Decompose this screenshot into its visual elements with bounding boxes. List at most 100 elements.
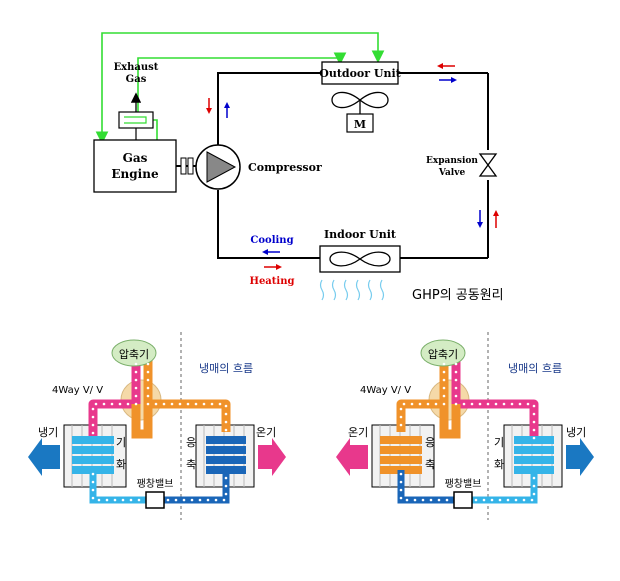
- refrigerant-bead: [399, 423, 403, 427]
- refrigerant-bead: [198, 498, 202, 502]
- ghp-schematic: Exhaust Gas Gas Engine Compressor Outdoo…: [93, 32, 504, 303]
- refrigerant-bead: [206, 498, 210, 502]
- refrigerant-bead: [532, 436, 536, 440]
- gas-engine-box: [93, 139, 177, 193]
- refrigerant-bead: [532, 412, 536, 416]
- refrigerant-bead: [399, 488, 403, 492]
- indoor-fan-icon: [329, 251, 391, 267]
- refrigerant-bead: [224, 484, 228, 488]
- flow-label: 냉매의 흐름: [199, 362, 253, 375]
- gas-engine-label-1: Gas: [123, 151, 148, 165]
- refrigerant-bead: [399, 407, 403, 411]
- cooling-mode-diagram: 압축기 냉매의 흐름 4Way V/ V 냉기 온기 기 화 응 축 팽창밸브: [28, 332, 286, 520]
- refrigerant-bead: [442, 402, 446, 406]
- refrigerant-bead: [91, 431, 95, 435]
- refrigerant-bead: [470, 402, 474, 406]
- fan-icon: [331, 91, 389, 114]
- refrigerant-bead: [486, 402, 490, 406]
- refrigerant-bead: [532, 420, 536, 424]
- refrigerant-bead: [445, 498, 449, 502]
- refrigerant-bead: [166, 498, 170, 502]
- refrigerant-bead: [214, 498, 218, 502]
- refrigerant-bead: [454, 370, 458, 374]
- refrigerant-bead: [146, 386, 150, 390]
- cold-air-arrow: [28, 438, 60, 476]
- compressor-label: Compressor: [248, 161, 322, 174]
- left-coil-char-1: 기: [116, 436, 126, 449]
- cold-pipe: [397, 470, 454, 504]
- valve-label: 팽창밸브: [137, 478, 174, 490]
- refrigerant-bead: [202, 402, 206, 406]
- fourway-label: 4Way V/ V: [360, 385, 411, 396]
- right-coil-char-1: 기: [494, 436, 504, 449]
- expansion-valve: [453, 491, 473, 509]
- refrigerant-bead: [94, 402, 98, 406]
- left-air-label: 냉기: [38, 426, 58, 439]
- refrigerant-bead: [454, 386, 458, 390]
- expansion-label-2: Valve: [438, 168, 466, 178]
- refrigerant-bead: [146, 370, 150, 374]
- heating-mode-diagram: 압축기 냉매의 흐름 4Way V/ V 온기 냉기 응 축 기 화 팽창밸브: [336, 332, 594, 520]
- refrigerant-bead: [454, 402, 458, 406]
- refrigerant-bead: [118, 402, 122, 406]
- outdoor-unit-label: Outdoor Unit: [319, 67, 401, 80]
- right-air-label: 온기: [256, 426, 276, 439]
- refrigerant-bead: [146, 378, 150, 382]
- refrigerant-bead: [532, 404, 536, 408]
- refrigerant-bead: [146, 402, 150, 406]
- refrigerant-bead: [494, 402, 498, 406]
- indoor-unit-label: Indoor Unit: [324, 228, 397, 241]
- refrigerant-bead: [399, 480, 403, 484]
- motor-label: M: [354, 118, 366, 131]
- evaporator-coil: [72, 436, 114, 474]
- refrigerant-bead: [532, 492, 536, 496]
- motor-box: [346, 113, 374, 133]
- refrigerant-bead: [210, 402, 214, 406]
- refrigerant-bead: [530, 498, 534, 502]
- refrigerant-bead: [402, 402, 406, 406]
- refrigerant-bead: [91, 496, 95, 500]
- refrigerant-bead: [146, 394, 150, 398]
- refrigerant-bead: [146, 362, 150, 366]
- refrigerant-bead: [91, 472, 95, 476]
- refrigerant-bead: [224, 476, 228, 480]
- refrigerant-bead: [454, 378, 458, 382]
- refrigerant-bead: [418, 402, 422, 406]
- cold-air-arrow: [566, 438, 594, 476]
- refrigerant-bead: [224, 428, 228, 432]
- hot-air-arrow: [258, 438, 286, 476]
- refrigerant-bead: [102, 402, 106, 406]
- diagram-caption: GHP의 공동원리: [412, 288, 504, 303]
- expansion-label-1: Expansion: [426, 156, 478, 166]
- compressor-bubble: [420, 339, 466, 367]
- air-wave-icon: [319, 279, 385, 301]
- refrigerant-loop: [217, 72, 322, 145]
- right-coil-char-1: 응: [186, 436, 196, 449]
- refrigerant-bead: [174, 498, 178, 502]
- refrigerant-bead: [474, 498, 478, 502]
- refrigerant-bead: [442, 394, 446, 398]
- refrigerant-bead: [121, 498, 125, 502]
- refrigerant-bead: [190, 498, 194, 502]
- refrigerant-bead: [405, 498, 409, 502]
- left-coil-char-2: 축: [425, 458, 435, 471]
- refrigerant-bead: [442, 386, 446, 390]
- refrigerant-bead: [502, 402, 506, 406]
- refrigerant-bead: [442, 370, 446, 374]
- cooling-label: Cooling: [250, 235, 293, 246]
- exhaust-label-2: Gas: [126, 74, 147, 85]
- refrigerant-bead: [224, 492, 228, 496]
- coolant-line-inner: [137, 52, 347, 140]
- right-coil-char-2: 화: [494, 458, 504, 471]
- refrigerant-bead: [514, 498, 518, 502]
- refrigerant-bead: [413, 498, 417, 502]
- refrigerant-bead: [399, 472, 403, 476]
- refrigerant-bead: [134, 370, 138, 374]
- refrigerant-bead: [506, 498, 510, 502]
- refrigerant-bead: [91, 407, 95, 411]
- expansion-valve: [145, 491, 165, 509]
- refrigerant-loop-bottom-left: [217, 190, 320, 259]
- compressor-label: 압축기: [119, 348, 149, 361]
- left-coil-char-1: 응: [425, 436, 435, 449]
- shaft-coupling: [176, 157, 199, 175]
